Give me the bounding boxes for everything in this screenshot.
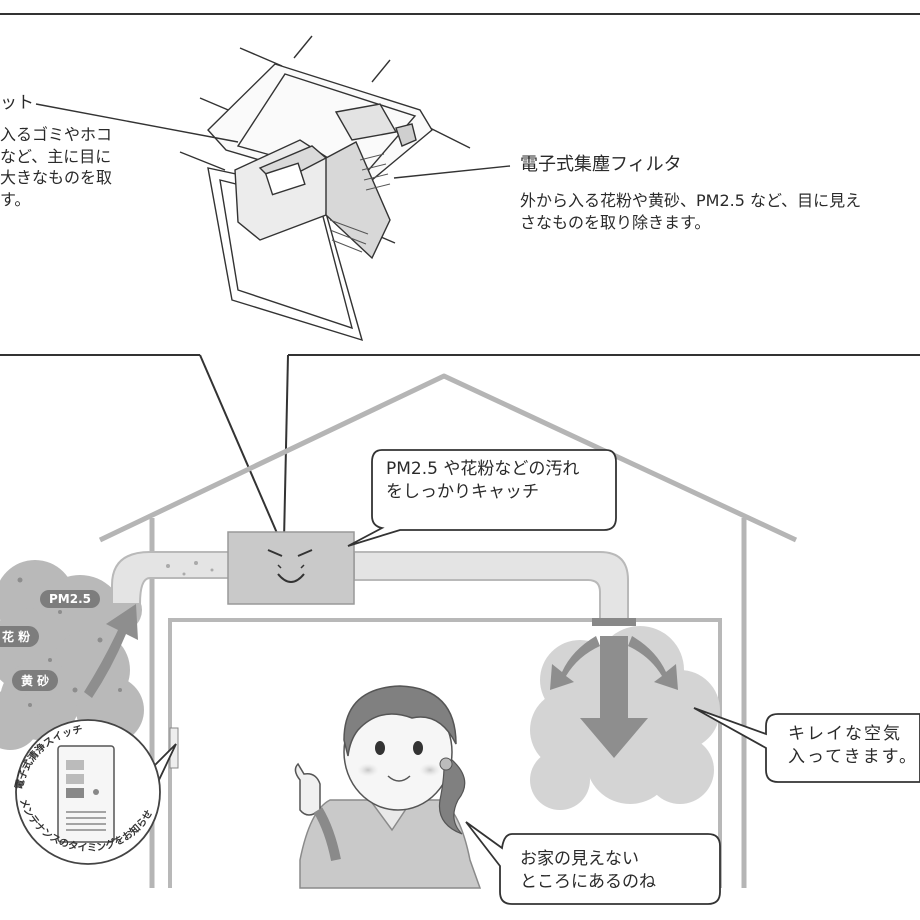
clean-air-bubble-text: キレイな空気 入ってきます。 xyxy=(788,724,918,767)
catch-bubble-text: PM2.5 や花粉などの汚れ をしっかりキャッチ xyxy=(386,459,580,502)
unit-label: ット xyxy=(0,93,34,113)
speech-bubbles xyxy=(347,449,920,905)
air-outlet xyxy=(592,618,636,626)
bubble-clean-air-shape xyxy=(693,707,920,783)
filter-description: 外から入る花粉や黄砂、PM2.5 など、目に見え さなものを取り除きます。 xyxy=(520,191,862,232)
pollutant-tag-pollen: 花 粉 xyxy=(0,626,40,647)
intake-arrow xyxy=(84,604,138,698)
pollutant-tag-yellow-sand: 黄 砂 xyxy=(12,670,59,691)
ceiling-unit-drawing xyxy=(35,35,511,342)
girl-bubble-text: お家の見えない ところにあるのね xyxy=(520,849,656,892)
duct-system xyxy=(111,551,629,621)
filter-label: 電子式集塵フィルタ xyxy=(520,154,682,175)
top-frame xyxy=(0,13,920,356)
unit-description: 入るゴミやホコ など、主に目に 大きなものを取 す。 xyxy=(0,125,113,209)
callout-lines xyxy=(199,354,289,541)
pollutant-tag-pm25: PM2.5 xyxy=(40,590,100,608)
switch-magnifier xyxy=(15,719,177,865)
bubble-girl-shape xyxy=(465,821,721,905)
filter-unit-box xyxy=(227,531,355,605)
bubble-catch-shape xyxy=(347,449,617,547)
girl-illustration xyxy=(294,685,482,889)
clean-air-arrows xyxy=(550,636,678,758)
